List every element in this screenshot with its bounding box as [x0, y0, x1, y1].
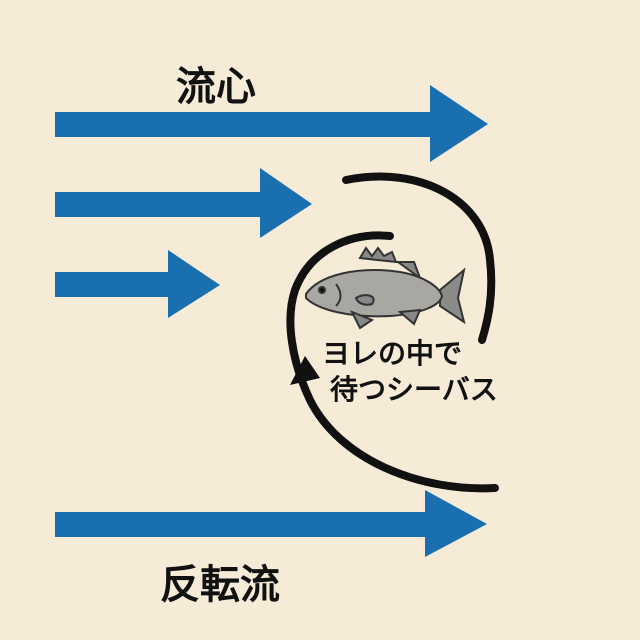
inner-eddy-arc: [286, 231, 499, 493]
reverse-current-arrow: [55, 490, 487, 557]
reverse-current-label: 反転流: [160, 562, 280, 608]
eddy-caption-line2: 待つシーバス: [330, 373, 498, 406]
mid-current-arrow: [55, 168, 312, 238]
sea-bass-icon: [305, 246, 466, 330]
main-current-arrow: [55, 85, 488, 162]
eddy-caption: ヨレの中で 待つシーバス: [322, 336, 498, 408]
outer-eddy-arc: [342, 172, 496, 344]
eddy-caption-line1: ヨレの中で: [322, 337, 463, 370]
short-current-arrow: [55, 250, 220, 318]
main-current-label: 流心: [176, 64, 256, 110]
eddy-arrowhead-icon: [290, 356, 320, 385]
